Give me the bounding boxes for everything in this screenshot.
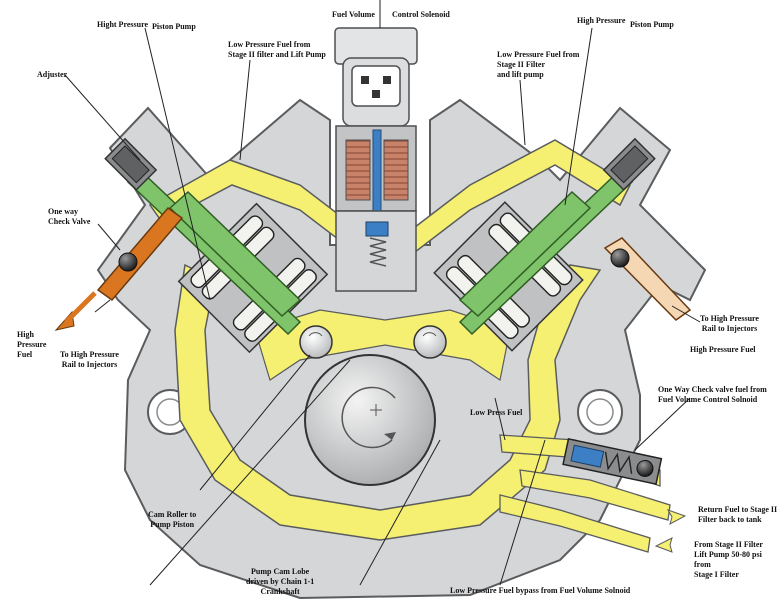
check-valve-cartridge	[562, 438, 663, 485]
leader-lines	[64, 0, 701, 586]
cam-assembly	[299, 325, 447, 486]
left-check-ball	[118, 252, 138, 272]
label-adjuster: Adjuster	[37, 70, 68, 79]
upper-v-gallery	[148, 139, 631, 276]
label-fuel-volume: Fuel Volume	[332, 10, 375, 19]
pump-cam-lobe	[304, 354, 436, 486]
label-one-way-check-valve: One way Check Valve	[48, 207, 91, 226]
label-control-solenoid: Control Solenoid	[392, 10, 450, 19]
solenoid-coil-right	[383, 139, 409, 201]
cam-roller-left	[299, 325, 333, 359]
label-lp-fuel-left: Low Pressure Fuel from Stage II filter a…	[228, 40, 326, 59]
label-lp-bypass: Low Pressure Fuel bypass from Fuel Volum…	[450, 586, 631, 595]
label-hp-pump-left-a: Hight Pressure	[97, 20, 149, 29]
label-cam-roller: Cam Roller to Pump Piston	[148, 510, 197, 529]
right-adjuster-fitting	[602, 137, 656, 191]
supply-fuel-arrow	[654, 537, 673, 553]
solenoid-coil-left	[345, 139, 371, 201]
label-one-way-check-solenoid: One Way Check valve fuel from Fuel Volum…	[658, 385, 767, 404]
fuel-volume-control-solenoid	[334, 27, 418, 292]
right-check-ball	[610, 248, 630, 268]
adjuster-fitting	[104, 137, 158, 191]
supply-line	[499, 494, 651, 553]
label-low-press-fuel: Low Press Fuel	[470, 408, 523, 417]
label-pump-cam-lobe: Pump Cam Lobe driven by Chain 1-1 Cranks…	[246, 567, 315, 596]
label-from-stage-ii: From Stage II Filter Lift Pump 50-80 psi…	[694, 540, 763, 579]
label-high-pressure-fuel-right: High Pressure Fuel	[690, 345, 756, 354]
label-lp-fuel-right: Low Pressure Fuel from Stage II Filter a…	[497, 50, 580, 79]
label-hp-pump-left-b: Piston Pump	[152, 22, 196, 31]
label-return-fuel: Return Fuel to Stage II Filter back to t…	[698, 505, 778, 524]
return-fuel-arrow	[666, 509, 687, 525]
return-line	[519, 469, 671, 521]
right-piston-pump	[433, 137, 656, 352]
cam-rotation-arrow	[341, 386, 396, 449]
label-high-pressure-fuel-left: High Pressure Fuel	[17, 330, 47, 359]
label-hp-pump-right-a: High Pressure	[577, 16, 626, 25]
cam-roller-right	[413, 325, 447, 359]
solenoid-spring	[369, 237, 387, 267]
right-outlet	[603, 237, 692, 321]
label-hp-pump-right-b: Piston Pump	[630, 20, 674, 29]
label-to-hp-rail-right: To High Pressure Rail to Injectors	[700, 314, 759, 333]
left-outlet	[54, 206, 184, 331]
label-to-hp-rail-left: To High Pressure Rail to Injectors	[60, 350, 119, 369]
solenoid-valve	[365, 221, 389, 237]
